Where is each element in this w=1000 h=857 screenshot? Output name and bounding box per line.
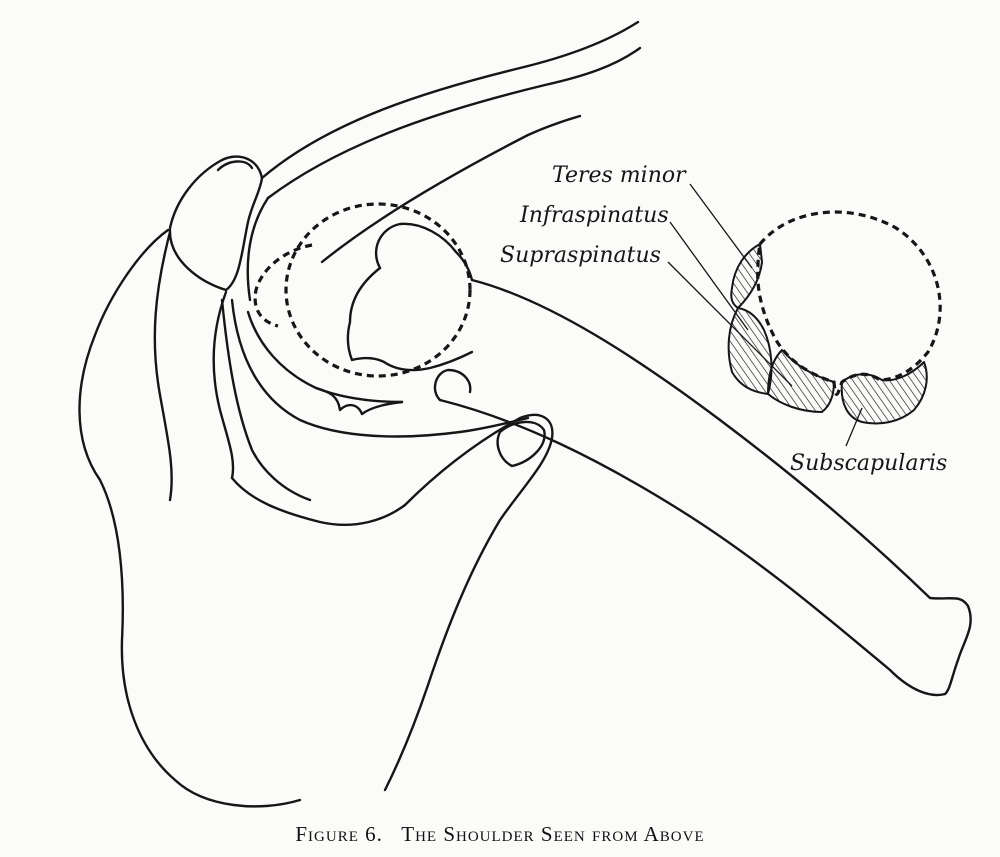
glenoid-notch <box>314 386 404 416</box>
humerus-distal-end <box>943 604 972 696</box>
finger-crease-1 <box>153 230 173 502</box>
subscapularis-label: Subscapularis <box>790 451 947 476</box>
humerus-lower-edge <box>438 398 947 697</box>
teres-minor-label: Teres minor <box>552 163 687 188</box>
thumb-nail <box>216 160 254 172</box>
glenoid-dashed-outline <box>253 243 313 328</box>
glenoid-inner-arc <box>246 310 404 404</box>
palm-lower-edge <box>230 476 407 526</box>
humeral-head-dashed-outline <box>284 202 472 378</box>
clavicle-inner-outline <box>266 46 642 200</box>
supraspinatus-region <box>767 349 835 413</box>
figure-caption: Figure 6. The Shoulder Seen from Above <box>0 822 1000 847</box>
humeral-head-dashed-circle <box>756 210 942 396</box>
index-finger-outline <box>383 413 554 792</box>
figure-number: Figure 6. <box>295 822 383 846</box>
supraspinatus-label: Supraspinatus <box>500 243 661 268</box>
clavicle-outline <box>260 20 640 180</box>
subscapularis-leader <box>845 407 863 447</box>
scapula-spine-outline <box>320 114 582 264</box>
supraspinatus-leader <box>667 261 793 387</box>
teres-minor-region <box>730 243 763 309</box>
teres-minor-leader <box>689 183 753 269</box>
infraspinatus-leader <box>669 221 749 331</box>
acromion-back-edge <box>246 196 270 302</box>
hand-outline <box>78 228 302 808</box>
humerus-head-base <box>433 368 472 402</box>
shoulder-drawing <box>78 20 972 808</box>
rotator-cuff-inset: Teres minor Infraspinatus Supraspinatus … <box>500 163 947 476</box>
acromion-outline <box>374 222 474 282</box>
infraspinatus-label: Infraspinatus <box>519 203 669 228</box>
glenoid-outer-arc <box>230 298 530 438</box>
greater-tuberosity-outline <box>346 266 474 372</box>
finger-crease-2 <box>212 290 235 480</box>
thumb-outline <box>168 155 264 292</box>
humerus-upper-edge <box>470 278 970 608</box>
infraspinatus-region <box>727 307 773 395</box>
subscapularis-region <box>840 361 928 425</box>
figure-title: The Shoulder Seen from Above <box>401 822 705 846</box>
scapula-outline <box>220 298 312 502</box>
index-fingernail <box>496 420 546 468</box>
